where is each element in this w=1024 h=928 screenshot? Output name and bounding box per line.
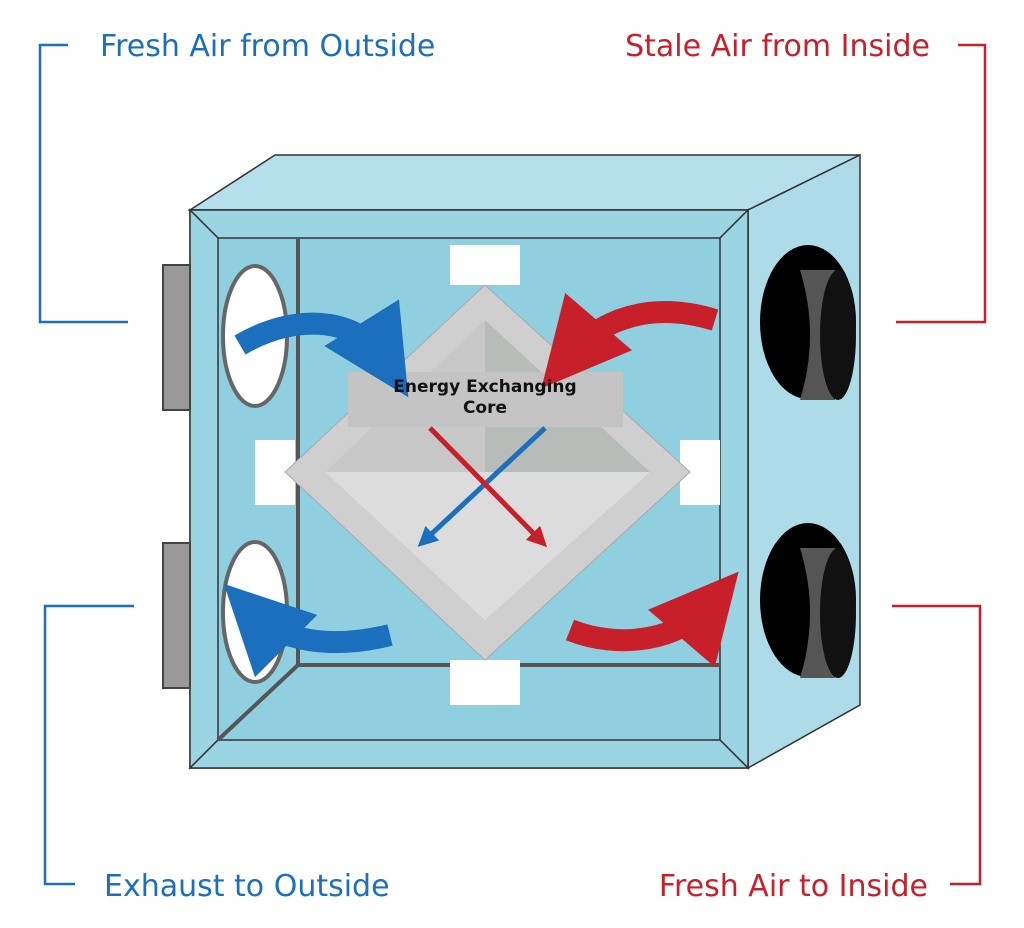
- core-label-line1: Energy Exchanging: [393, 377, 576, 397]
- label-exhaust-to-outside: Exhaust to Outside: [104, 869, 390, 904]
- label-fresh-air-from-outside: Fresh Air from Outside: [100, 29, 435, 64]
- core-label-line2: Core: [463, 398, 507, 418]
- label-stale-air-from-inside: Stale Air from Inside: [625, 29, 930, 64]
- callout-brackets: [38, 43, 987, 886]
- airflow-arrows: [223, 292, 739, 678]
- right-ports: [760, 245, 856, 678]
- label-fresh-air-to-inside: Fresh Air to Inside: [659, 869, 928, 904]
